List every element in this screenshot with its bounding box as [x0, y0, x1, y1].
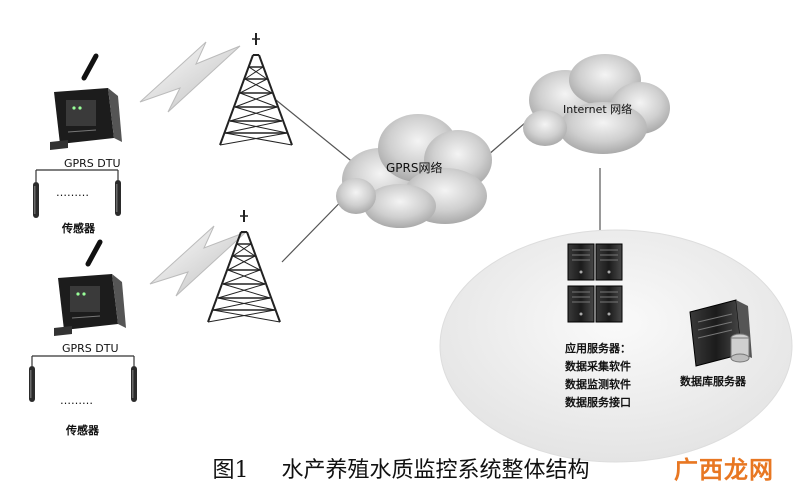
link-tower1-gprs — [275, 99, 361, 169]
figure-title: 水产养殖水质监控系统整体结构 — [281, 458, 590, 483]
gprs-cloud-icon — [336, 114, 492, 228]
gprs-cloud-label: GPRS网络 — [386, 160, 443, 175]
wireless-signal-1-icon — [139, 41, 241, 113]
figure-number: 图1 — [212, 458, 249, 483]
db-server-label: 数据库服务器 — [680, 374, 747, 388]
gprs-dtu-1-icon — [50, 56, 122, 150]
internet-cloud-label: Internet 网络 — [563, 102, 632, 116]
app-server-label-line-2: 数据采集软件 — [565, 359, 631, 373]
app-server-label-line-4: 数据服务接口 — [565, 395, 631, 409]
sensor-1-label: 传感器 — [61, 221, 96, 235]
sensor-1a-icon — [32, 171, 40, 219]
figure-caption: 图1 水产养殖水质监控系统整体结构 — [0, 452, 802, 484]
database-server-icon — [689, 299, 752, 367]
dtu-1-label: GPRS DTU — [64, 157, 121, 170]
server-zone — [439, 229, 793, 463]
sensor-1b-icon — [114, 169, 122, 217]
sensor-2-label: 传感器 — [65, 423, 100, 437]
internet-cloud-icon — [523, 54, 670, 154]
field-group-2: GPRS DTU ……… 传感器 — [28, 242, 138, 437]
wireless-signal-2-icon — [149, 225, 247, 297]
gprs-dtu-2-icon — [54, 242, 126, 336]
watermark: 广西龙网 — [674, 456, 774, 484]
sensor-2b-icon — [130, 355, 138, 403]
dtu-2-label: GPRS DTU — [62, 342, 119, 355]
field-group-1: GPRS DTU ……… 传感器 — [32, 56, 122, 235]
ellipsis-2: ……… — [60, 394, 93, 407]
app-server-label-line-1: 应用服务器： — [565, 341, 631, 355]
sensor-2a-icon — [28, 355, 36, 403]
cell-tower-2-icon — [207, 209, 281, 323]
ellipsis-1: ……… — [56, 186, 89, 199]
app-server-label-line-3: 数据监测软件 — [565, 377, 631, 391]
